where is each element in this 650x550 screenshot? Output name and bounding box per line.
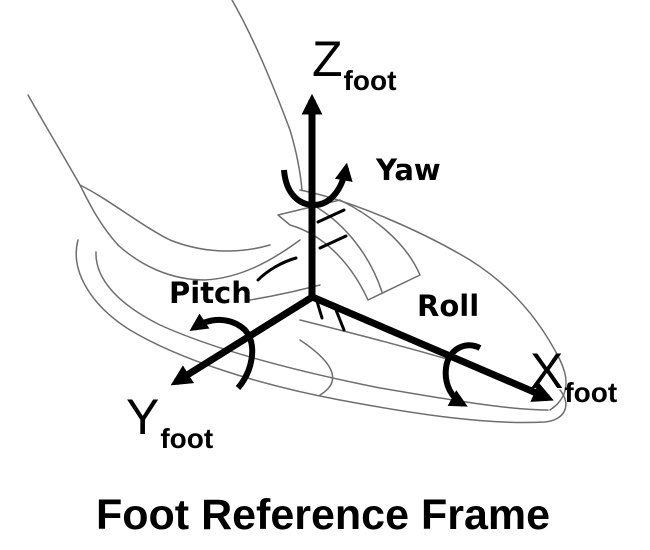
yaw-arrow	[281, 162, 353, 209]
z-axis-label: Zfoot	[312, 31, 397, 96]
leg-outline-front	[231, 0, 303, 191]
yaw-label: Yaw	[376, 153, 441, 187]
pitch-label: Pitch	[169, 276, 252, 310]
leg-outline-back	[27, 94, 119, 246]
shoe-sole-inner	[95, 251, 549, 411]
tick-1	[316, 208, 346, 224]
x-axis	[308, 292, 554, 402]
tick-4	[334, 308, 346, 332]
pant-hem	[79, 184, 271, 252]
y-axis-label: Yfoot	[126, 389, 214, 454]
y-axis	[170, 293, 316, 386]
sole-seam	[299, 339, 334, 396]
tick-5	[256, 256, 298, 282]
strap	[277, 199, 421, 301]
strap-inner	[317, 207, 383, 293]
shoe-upper	[299, 189, 567, 411]
roll-label: Roll	[417, 289, 480, 323]
shoe-sole	[75, 239, 567, 424]
x-axis-label: Xfoot	[530, 343, 618, 408]
diagram-title: Foot Reference Frame	[96, 491, 551, 539]
shoe-collar	[117, 239, 301, 281]
tick-2	[318, 234, 348, 250]
roll-arrow	[442, 342, 482, 407]
toe-line	[299, 319, 451, 361]
pitch-arrow	[189, 313, 256, 390]
